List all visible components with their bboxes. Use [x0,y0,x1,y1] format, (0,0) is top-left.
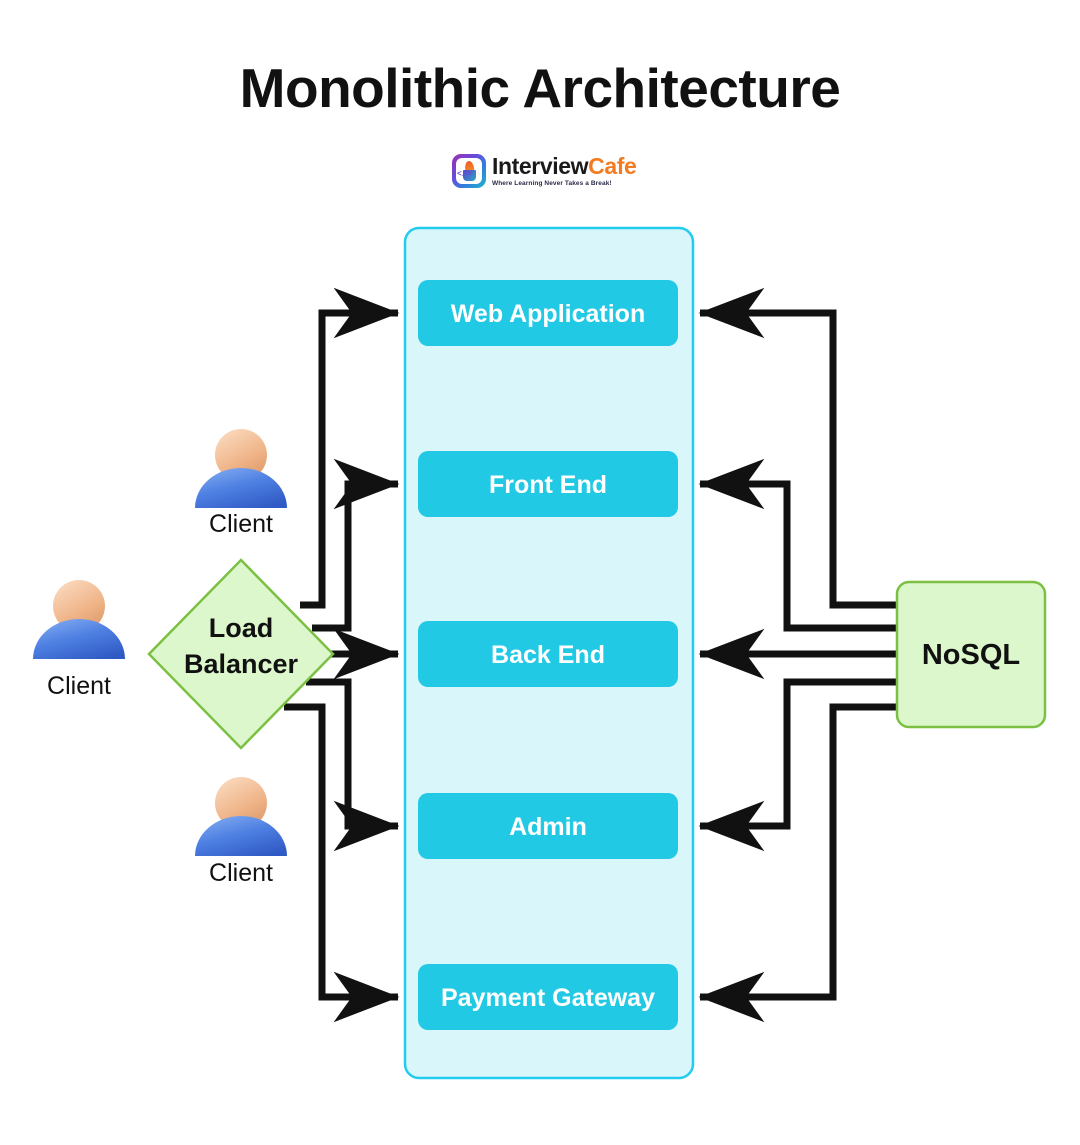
connector-db-to-admin [698,678,897,852]
logo-tagline: Where Learning Never Takes a Break! [492,179,612,187]
page-title: Monolithic Architecture [239,57,841,119]
database-node[interactable]: NoSQL [895,580,1047,729]
module-front-end[interactable]: Front End [418,451,678,517]
module-admin[interactable]: Admin [418,793,678,859]
logo-wordmark: InterviewCafe [492,152,637,179]
load-balancer-diamond[interactable] [147,558,335,750]
client-top: Client [195,429,287,538]
module-web-application[interactable]: Web Application [418,280,678,346]
module-front-end-box[interactable] [418,451,678,517]
client-middle: Client [33,580,125,700]
connector-lb-to-front-end [312,458,400,632]
cup-icon [462,170,476,181]
client-middle-label: Client [47,672,111,700]
module-payment-gateway-box[interactable] [418,964,678,1030]
module-web-application-box[interactable] [418,280,678,346]
logo-word-one: Interview [492,152,589,179]
client-bottom-label: Client [209,859,273,887]
connector-db-to-front-end [698,458,897,632]
module-back-end[interactable]: Back End [418,621,678,687]
module-admin-box[interactable] [418,793,678,859]
client-top-body-icon [195,468,287,508]
load-balancer-node[interactable]: Load Balancer [147,558,335,750]
client-top-label: Client [209,510,273,538]
brand-logo: </> InterviewCafe Where Learning Never T… [452,150,637,192]
module-web-application-label: Web Application [451,300,645,328]
module-front-end-label: Front End [489,471,607,499]
client-bottom: Client [195,777,287,887]
database-label: NoSQL [922,639,1020,671]
database-box[interactable] [895,580,1047,729]
connector-db-to-payment-gateway [698,703,897,1023]
connector-lb-to-payment-gateway [284,703,400,1023]
module-back-end-label: Back End [491,641,605,669]
logo-text: InterviewCafe Where Learning Never Takes… [492,152,637,188]
client-bottom-head-icon [215,777,267,829]
connectors-database-to-modules [698,287,897,1023]
logo-mark-icon: </> [452,154,486,188]
module-admin-label: Admin [509,813,587,841]
module-back-end-box[interactable] [418,621,678,687]
module-payment-gateway-label: Payment Gateway [441,984,655,1012]
load-balancer-label-line1: Load [209,613,274,643]
client-middle-head-icon [53,580,105,632]
logo-word-two: Cafe [588,152,637,179]
client-bottom-body-icon [195,816,287,856]
connector-lb-to-admin [306,678,400,852]
connectors-loadbalancer-to-modules [284,287,400,1023]
connector-db-to-web-application [698,287,897,609]
connector-lb-to-web-application [300,287,400,609]
client-top-head-icon [215,429,267,481]
client-middle-body-icon [33,619,125,659]
module-payment-gateway[interactable]: Payment Gateway [418,964,678,1030]
load-balancer-label-line2: Balancer [184,649,299,679]
code-chevron-icon: </> [457,170,472,179]
